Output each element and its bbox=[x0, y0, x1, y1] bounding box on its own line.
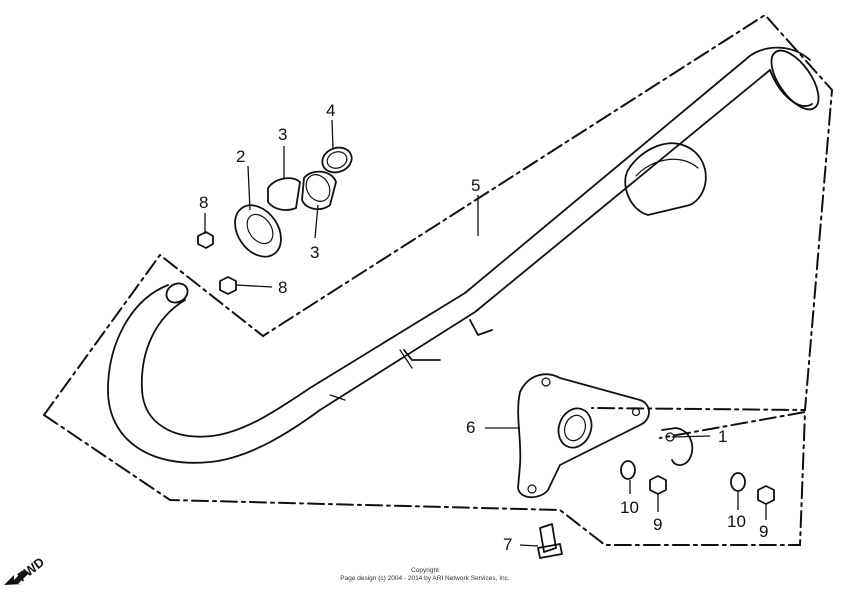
exhaust-gasket[interactable] bbox=[226, 197, 291, 266]
part-label-8-lower: 8 bbox=[278, 278, 287, 297]
part-label-4: 4 bbox=[326, 101, 335, 120]
part-label-6: 6 bbox=[466, 418, 475, 437]
copyright-line-1: Copyright bbox=[411, 567, 439, 574]
muffler-exhaust-pipe[interactable] bbox=[107, 43, 828, 464]
collar-10-left[interactable] bbox=[620, 460, 636, 480]
part-label-10-right: 10 bbox=[727, 512, 746, 531]
assembly-boundary bbox=[43, 13, 834, 546]
exhaust-o-ring[interactable] bbox=[319, 144, 355, 177]
forward-direction-indicator: FWD bbox=[4, 554, 47, 585]
nut-9-left[interactable] bbox=[649, 475, 667, 495]
part-label-1: 1 bbox=[718, 427, 727, 446]
fwd-label: FWD bbox=[15, 554, 48, 584]
mounting-bolt[interactable] bbox=[537, 523, 563, 559]
copyright-line-2: Page design (c) 2004 - 2014 by ARI Netwo… bbox=[340, 575, 510, 582]
part-label-3-upper: 3 bbox=[278, 125, 287, 144]
exhaust-nut-lower[interactable] bbox=[219, 276, 237, 295]
forward-arrow-icon bbox=[4, 570, 28, 585]
part-label-5: 5 bbox=[471, 176, 480, 195]
part-label-10-left: 10 bbox=[620, 498, 639, 517]
collar-10-right[interactable] bbox=[730, 472, 746, 492]
part-label-2: 2 bbox=[236, 147, 245, 166]
exhaust-collar-lower[interactable] bbox=[301, 170, 337, 211]
muffler-bracket[interactable] bbox=[517, 373, 650, 499]
exhaust-collar-upper[interactable] bbox=[267, 177, 301, 211]
part-label-9-left: 9 bbox=[653, 515, 662, 534]
part-label-9-right: 9 bbox=[759, 522, 768, 541]
part-label-3-lower: 3 bbox=[310, 243, 319, 262]
leader-lines bbox=[204, 119, 767, 547]
part-label-7: 7 bbox=[503, 535, 512, 554]
nut-9-right[interactable] bbox=[757, 485, 775, 505]
exhaust-nut-upper[interactable] bbox=[197, 231, 214, 249]
part-label-8-upper: 8 bbox=[199, 193, 208, 212]
band-clamp[interactable] bbox=[661, 427, 694, 466]
